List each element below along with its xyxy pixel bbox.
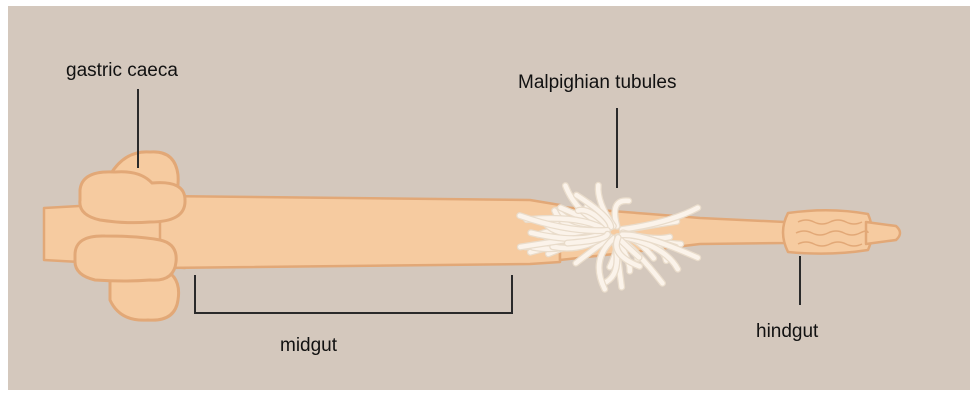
gastric-caeca-label: gastric caeca — [66, 60, 178, 81]
hindgut-label: hindgut — [756, 321, 819, 342]
rectum-tube — [866, 222, 900, 244]
insect-gut-diagram: gastric caeca Malpighian tubules midgut … — [8, 6, 970, 390]
gastric-caeca-lobe-lower-front — [75, 236, 176, 281]
hindgut-capsule — [783, 210, 872, 253]
malpighian-tubules-label: Malpighian tubules — [518, 72, 676, 93]
midgut-label: midgut — [280, 335, 338, 356]
midgut-tube — [160, 196, 560, 268]
